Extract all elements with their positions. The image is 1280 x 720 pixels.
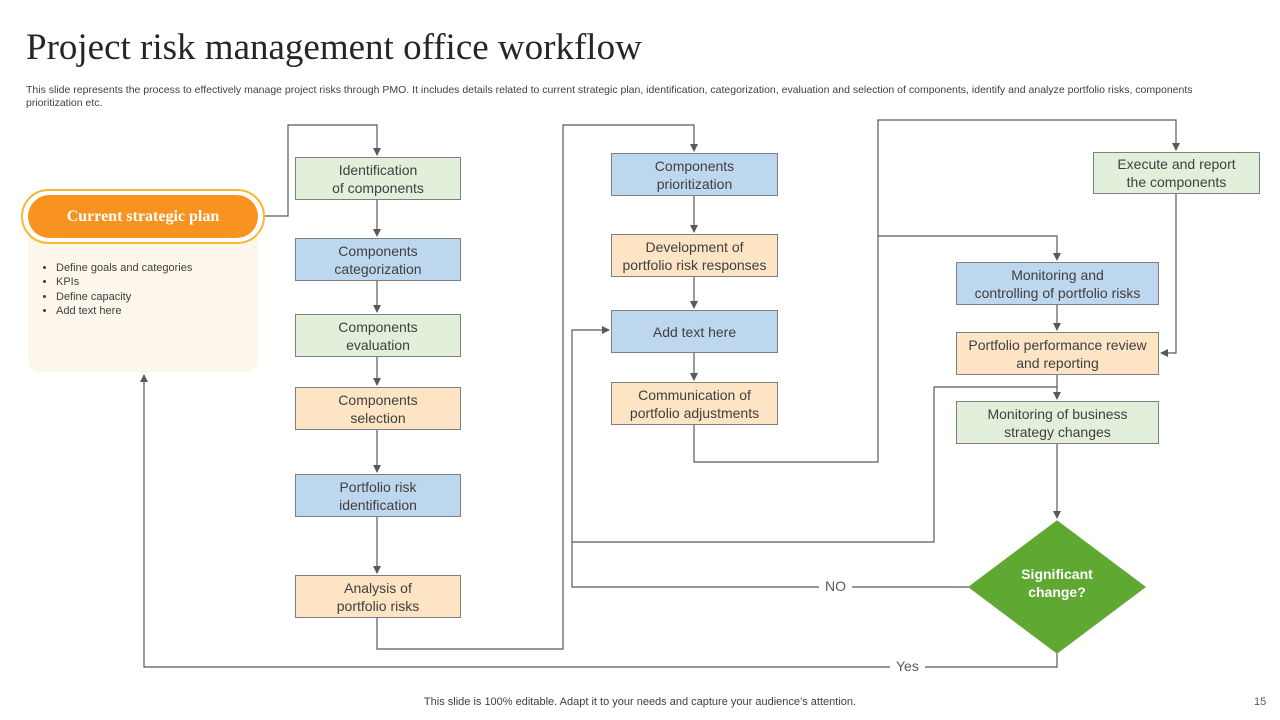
bullet-item: Define goals and categories <box>56 261 192 275</box>
add-text-here-box: Add text here <box>611 310 778 353</box>
slide-description: This slide represents the process to eff… <box>26 84 1193 109</box>
connector-communication-to-column3 <box>693 119 1180 463</box>
connector-start-to-identification <box>265 124 381 217</box>
connector-feedback-loop <box>572 386 1057 543</box>
connector-no-branch <box>571 326 969 588</box>
page-number: 15 <box>1254 696 1267 708</box>
slide-title: Project risk management office workflow <box>26 27 642 68</box>
yes-label: Yes <box>890 658 925 674</box>
current-strategic-plan-pill: Current strategic plan <box>28 195 258 238</box>
strategic-plan-panel <box>28 220 258 372</box>
connector-analysis-to-prioritization <box>376 124 698 650</box>
bullet-item: KPIs <box>56 275 192 289</box>
connector-branch-to-monitoring <box>878 235 1061 261</box>
connector-execute-to-review <box>1160 194 1177 357</box>
decision-diamond <box>968 520 1146 654</box>
strategic-plan-bullets: Define goals and categories KPIs Define … <box>36 261 192 318</box>
bullet-item: Define capacity <box>56 290 192 304</box>
no-label: NO <box>819 578 852 594</box>
footer-note: This slide is 100% editable. Adapt it to… <box>423 696 857 708</box>
bullet-item: Add text here <box>56 304 192 318</box>
connector-yes-branch <box>140 374 1058 668</box>
